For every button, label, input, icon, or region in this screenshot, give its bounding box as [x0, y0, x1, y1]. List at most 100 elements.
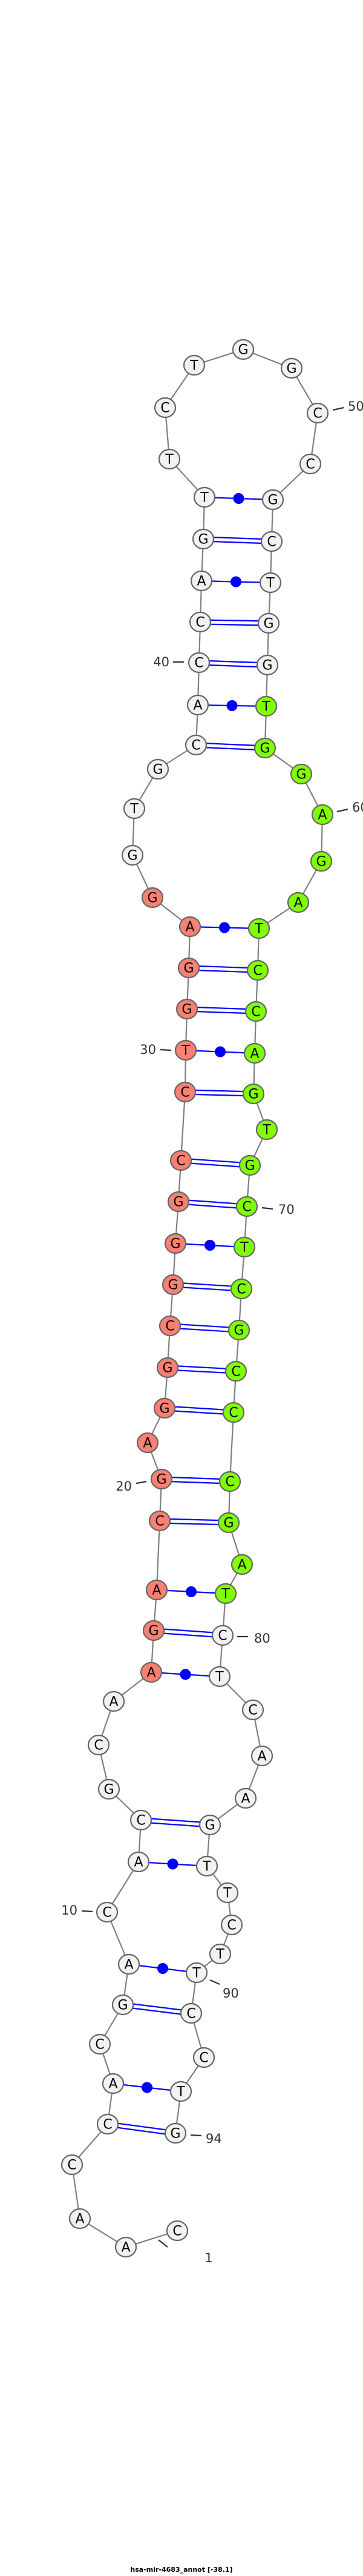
label-text: 80	[254, 1631, 270, 1646]
nucleotide-letter: A	[124, 1958, 133, 1973]
nucleotide-letter: G	[156, 1472, 166, 1488]
nucleotide-letter: C	[218, 1629, 227, 1644]
nucleotide-letter: C	[231, 1365, 240, 1380]
nucleotide-47: T	[183, 354, 206, 376]
nucleotide-letter: T	[261, 700, 270, 715]
gc-pair-line	[122, 2006, 191, 2016]
nucleotide-letter: G	[286, 362, 296, 377]
nucleotide-51: C	[299, 453, 322, 475]
nucleotide-63: T	[247, 918, 270, 939]
position-label-30: 30	[140, 1042, 172, 1057]
nucleotide-80: C	[211, 1624, 234, 1646]
nucleotide-circle	[146, 758, 169, 780]
nucleotide-25: G	[162, 1274, 185, 1296]
nucleotide-18: A	[145, 1579, 168, 1601]
nucleotide-letter: G	[103, 1783, 114, 1798]
nucleotide-circle	[123, 798, 146, 819]
nucleotide-57: T	[255, 695, 278, 717]
label-tick	[336, 808, 348, 813]
base-pair-17-80	[153, 1627, 223, 1638]
nucleotide-39: A	[186, 694, 209, 716]
nucleotide-90: T	[185, 1962, 208, 1984]
nucleotide-94: G	[164, 2122, 187, 2144]
position-label-10: 10	[61, 1903, 93, 1918]
nucleotide-letter: A	[143, 1436, 152, 1451]
nucleotide-74: C	[224, 1360, 247, 1382]
base-pair-33-63	[189, 922, 260, 933]
nucleotide-circle	[241, 1699, 264, 1721]
nucleotide-letter: T	[192, 1966, 201, 1981]
nucleotide-letter: C	[191, 738, 200, 753]
nucleotide-letter: A	[197, 574, 206, 589]
gc-pair-line	[203, 540, 272, 545]
nucleotide-circle	[117, 1953, 140, 1975]
nucleotide-circle	[102, 1690, 125, 1712]
nucleotide-28: C	[169, 1150, 192, 1171]
nucleotide-letter: G	[117, 1998, 128, 2013]
nucleotide-letter: C	[102, 1906, 111, 1921]
nucleotide-letter: A	[241, 1792, 250, 1807]
label-text: 90	[223, 1986, 239, 2001]
label-text: 40	[153, 655, 169, 669]
nucleotide-circle	[186, 694, 209, 716]
base-pair-11-86	[138, 1858, 208, 1870]
nucleotide-circle	[164, 1233, 187, 1254]
nucleotide-letter: A	[318, 808, 327, 823]
nucleotide-letter: G	[159, 1402, 169, 1417]
nucleotide-letter: G	[296, 767, 306, 783]
nucleotide-circle	[235, 1196, 258, 1217]
nucleotide-circle	[231, 1554, 253, 1575]
nucleotide-letter: T	[200, 491, 209, 506]
nucleotide-circle	[250, 1745, 273, 1767]
nucleotide-letter: G	[198, 532, 208, 548]
nucleotide-50: C	[306, 402, 329, 424]
nucleotide-55: G	[257, 612, 280, 634]
structure-title: hsa-mir-4683_annot [-38.1]	[130, 2566, 233, 2574]
nucleotide-letter: C	[172, 2224, 182, 2239]
nucleotide-letter: A	[109, 1695, 118, 1710]
nucleotide-letter: T	[202, 1859, 211, 1875]
label-text: 10	[61, 1903, 77, 1918]
nucleotide-73: G	[227, 1319, 250, 1341]
nucleotide-circle	[208, 1666, 231, 1687]
nucleotide-circle	[169, 2081, 192, 2102]
nucleotide-circle	[299, 453, 322, 475]
gc-pair-line	[107, 2125, 175, 2136]
nucleotide-59: G	[290, 763, 313, 785]
nucleotide-letter: C	[225, 1475, 234, 1490]
nucleotide-letter: G	[170, 1237, 180, 1252]
nucleotide-letter: C	[160, 401, 169, 416]
nucleotide-letter: T	[240, 1240, 249, 1256]
nucleotide-circle	[141, 887, 164, 909]
gc-pair-line	[168, 1365, 237, 1370]
nucleotide-circle	[169, 1150, 192, 1171]
nucleotide-27: G	[167, 1191, 190, 1213]
nucleotide-circle	[230, 1278, 253, 1300]
backbone-link	[229, 1412, 235, 1482]
pair-dot	[231, 576, 241, 588]
nucleotide-14: C	[87, 1734, 110, 1756]
base-pair-12-85	[140, 1817, 211, 1828]
nucleotide-circle	[96, 1901, 119, 1923]
nucleotide-circle	[154, 397, 177, 419]
nucleotide-circle	[227, 1319, 250, 1341]
base-pair-16-81	[151, 1669, 220, 1680]
nucleotide-letter: T	[215, 1670, 224, 1685]
nucleotide-letter: G	[260, 741, 270, 757]
position-label-80: 80	[237, 1631, 270, 1646]
nucleotide-78: A	[231, 1554, 253, 1575]
nucleotide-letter: A	[146, 1666, 155, 1681]
nucleotide-30: T	[174, 1039, 197, 1061]
nucleotide-circle	[150, 1468, 173, 1490]
nucleotide-circle	[195, 1855, 218, 1877]
nucleotide-64: C	[246, 959, 269, 981]
nucleotide-letter: A	[293, 896, 302, 911]
base-pair-23-74	[167, 1365, 237, 1374]
nucleotide-circle	[111, 1994, 134, 2016]
gc-pair-line	[160, 1518, 229, 1521]
nucleotide-letter: A	[152, 1583, 161, 1598]
nucleotide-5: C	[96, 2113, 119, 2135]
nucleotide-85: G	[198, 1814, 221, 1836]
gc-pair-line	[185, 1093, 253, 1097]
